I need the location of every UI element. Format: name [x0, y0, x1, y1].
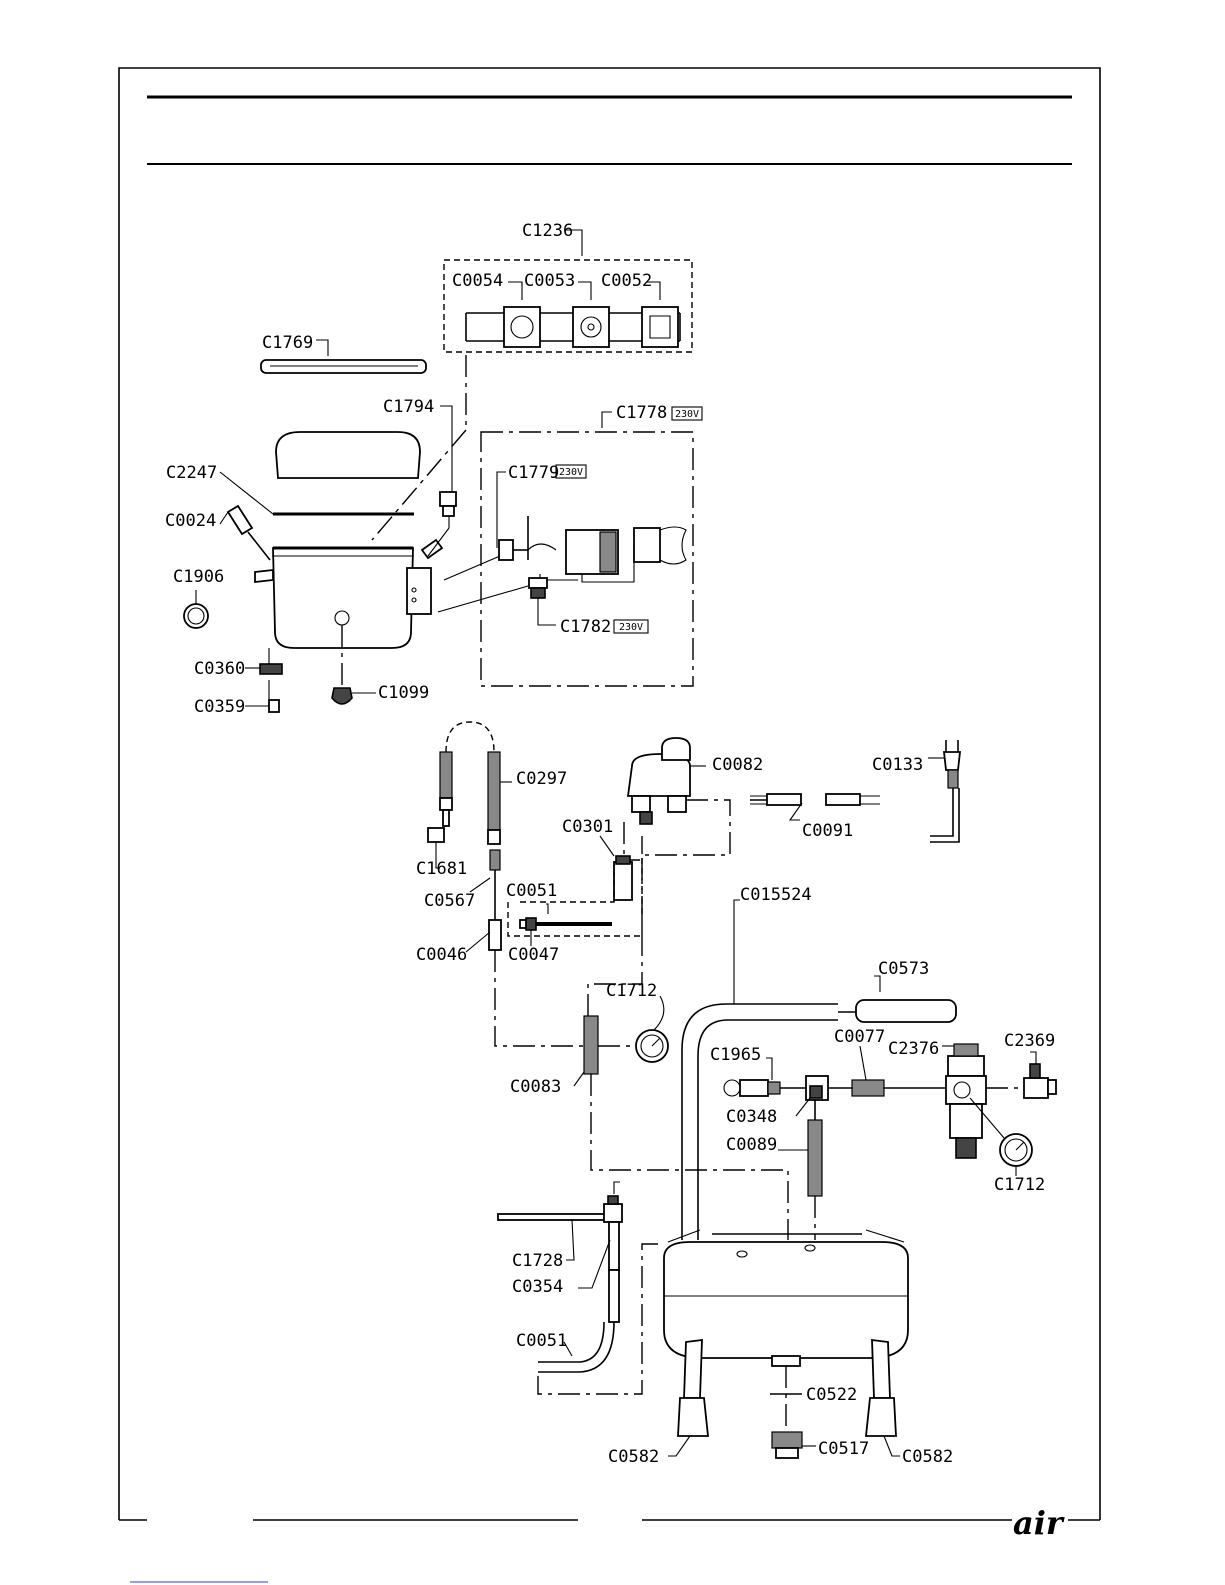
- label-c1778: C1778: [616, 403, 667, 423]
- label-c0082: C0082: [712, 755, 763, 775]
- label-c0051-top: C0051: [506, 881, 557, 901]
- compressor: [220, 432, 442, 700]
- label-c1712-right: C1712: [994, 1175, 1045, 1195]
- label-c0091: C0091: [802, 821, 853, 841]
- c0024-part: [220, 506, 270, 560]
- brand-logo: air: [1013, 1504, 1065, 1542]
- label-c0024: C0024: [165, 511, 216, 531]
- label-c0301: C0301: [562, 817, 613, 837]
- label-c0133: C0133: [872, 755, 923, 775]
- label-c0360: C0360: [194, 659, 245, 679]
- label-c0083: C0083: [510, 1077, 561, 1097]
- label-c2369: C2369: [1004, 1031, 1055, 1051]
- label-c0522: C0522: [806, 1385, 857, 1405]
- label-c0567: C0567: [424, 891, 475, 911]
- label-c1906: C1906: [173, 567, 224, 587]
- label-c0348: C0348: [726, 1107, 777, 1127]
- label-c2376: C2376: [888, 1039, 939, 1059]
- label-c1681: C1681: [416, 859, 467, 879]
- label-c0359: C0359: [194, 697, 245, 717]
- label-c1782: C1782: [560, 617, 611, 637]
- label-c1099: C1099: [378, 683, 429, 703]
- label-c1965: C1965: [710, 1045, 761, 1065]
- label-c0582-left: C0582: [608, 1447, 659, 1467]
- label-c0053: C0053: [524, 271, 575, 291]
- label-c0517: C0517: [818, 1439, 869, 1459]
- label-c1779: C1779: [508, 463, 559, 483]
- label-c0047: C0047: [508, 945, 559, 965]
- label-c0052: C0052: [601, 271, 652, 291]
- label-c015524: C015524: [740, 885, 812, 905]
- label-c0054: C0054: [452, 271, 503, 291]
- label-c1794: C1794: [383, 397, 434, 417]
- voltage-tag-c1779: 230V: [559, 467, 583, 478]
- c0360-c0359-parts: [245, 664, 282, 712]
- label-c0051-bottom: C0051: [516, 1331, 567, 1351]
- label-c0297: C0297: [516, 769, 567, 789]
- label-c0046: C0046: [416, 945, 467, 965]
- label-c1712-top: C1712: [606, 981, 657, 1001]
- label-c1769: C1769: [262, 333, 313, 353]
- label-c0582-right: C0582: [902, 1447, 953, 1467]
- label-c0573: C0573: [878, 959, 929, 979]
- voltage-tag-c1778: 230V: [675, 409, 699, 420]
- label-c0089: C0089: [726, 1135, 777, 1155]
- c1778-group: [438, 412, 693, 686]
- label-c2247: C2247: [166, 463, 217, 483]
- label-c1236: C1236: [522, 221, 573, 241]
- voltage-tag-c1782: 230V: [619, 622, 643, 633]
- label-c0354: C0354: [512, 1277, 563, 1297]
- c1906-part: [184, 590, 208, 628]
- c1794-part: [428, 406, 456, 556]
- label-c0077: C0077: [834, 1027, 885, 1047]
- label-c1728: C1728: [512, 1251, 563, 1271]
